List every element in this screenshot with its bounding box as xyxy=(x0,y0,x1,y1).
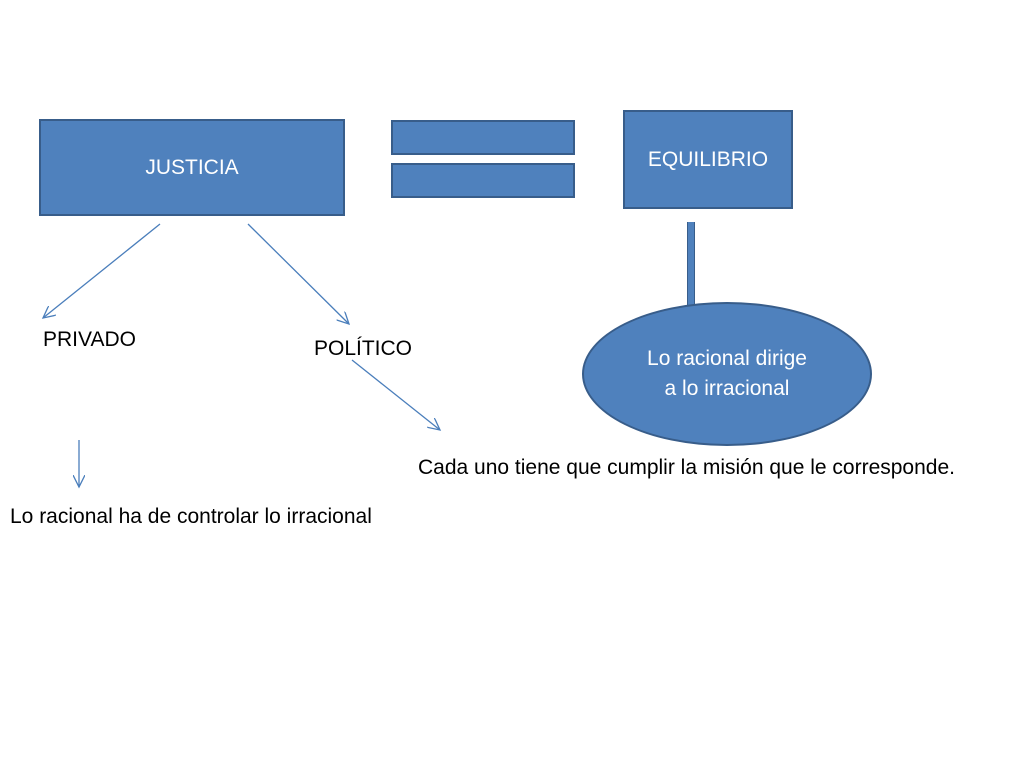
equilibrio-box: EQUILIBRIO xyxy=(623,110,793,209)
equilibrio-label: EQUILIBRIO xyxy=(647,147,769,171)
arrow-justicia-to-privado xyxy=(43,223,161,318)
racional-dirige-ellipse: Lo racional dirige a lo irracional xyxy=(582,302,872,446)
equals-sign-bottom-bar xyxy=(391,163,575,198)
politico-label: POLÍTICO xyxy=(314,337,413,360)
justicia-label: JUSTICIA xyxy=(145,155,239,179)
ellipse-text-line-1: Lo racional dirige xyxy=(647,347,807,370)
cada-uno-statement: Cada uno tiene que cumplir la misión que… xyxy=(418,456,955,479)
arrow-politico-to-cada-uno xyxy=(351,359,440,430)
privado-label: PRIVADO xyxy=(43,328,136,351)
ellipse-text-line-2: a lo irracional xyxy=(664,377,790,400)
arrow-justicia-to-politico xyxy=(247,223,349,324)
justicia-box: JUSTICIA xyxy=(39,119,345,216)
equals-sign-top-bar xyxy=(391,120,575,155)
racional-controlar-statement: Lo racional ha de controlar lo irraciona… xyxy=(10,505,372,528)
equilibrio-connector-line xyxy=(687,222,695,306)
